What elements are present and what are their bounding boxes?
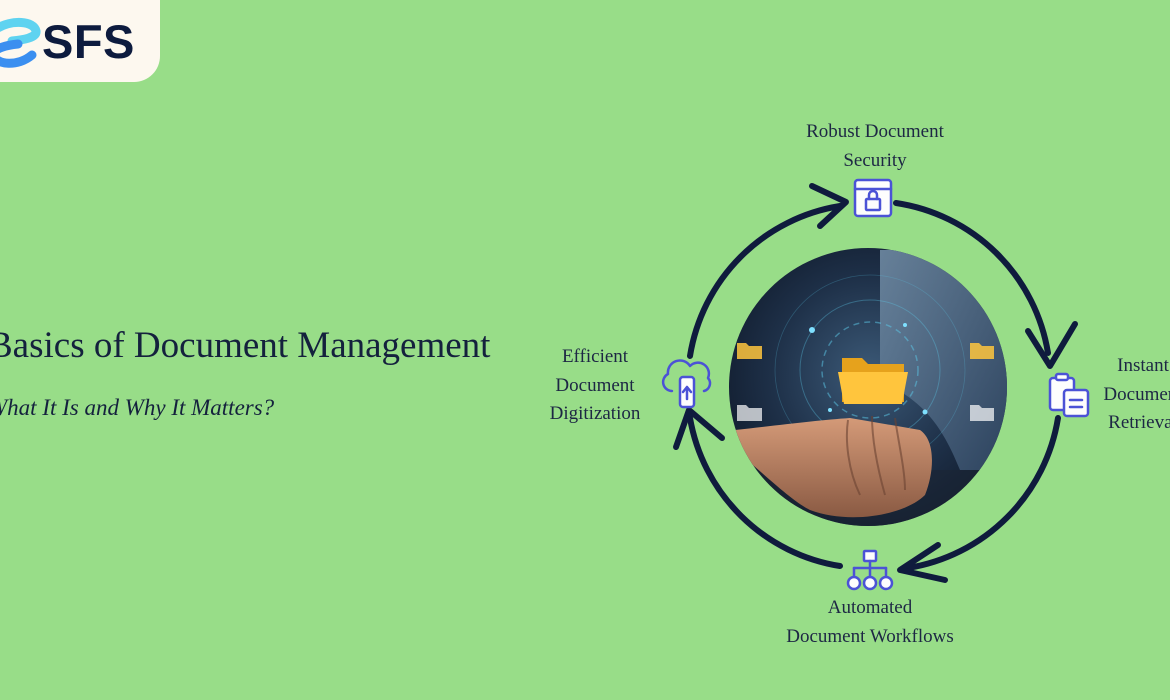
arrowhead-digitization — [673, 407, 725, 450]
lock-window-icon — [853, 178, 893, 218]
side-folder-icons — [737, 343, 994, 421]
label-line: Retrieval — [1108, 412, 1170, 433]
page-title: Basics of Document Management — [0, 325, 491, 366]
label-line: Document — [1103, 383, 1170, 405]
arrow-security-to-retrieval — [893, 200, 1051, 356]
cloud-upload-icon — [661, 359, 712, 409]
arrow-workflows-to-digitization — [687, 415, 843, 569]
clipboard-document-icon — [1048, 372, 1090, 418]
label-line: Efficient — [561, 346, 629, 367]
page-subtitle: What It Is and Why It Matters? — [0, 395, 275, 420]
label-line: Document — [555, 374, 635, 396]
arrowhead-workflows — [897, 542, 948, 583]
folder-icon — [838, 358, 908, 404]
label-line: Document Workflows — [786, 625, 954, 647]
center-photo — [729, 248, 1007, 526]
arrow-digitization-to-security — [687, 203, 843, 359]
arrow-retrieval-to-workflows — [905, 415, 1061, 571]
label-robust-document-security: Robust Document Security — [775, 118, 975, 175]
arrowhead-retrieval — [1025, 321, 1078, 369]
label-instant-document-retrieval: Instant Document Retrieval — [1078, 352, 1170, 438]
arrowhead-security — [809, 183, 849, 229]
logo-text: SFS — [42, 15, 135, 68]
label-line: Security — [843, 149, 907, 171]
logo-container: SFS — [0, 0, 160, 82]
label-line: Instant — [1117, 355, 1169, 376]
label-line: Robust Document — [806, 121, 944, 142]
hierarchy-workflow-icon — [846, 549, 894, 591]
sfs-swirl-logo-icon — [0, 18, 41, 68]
cycle-arrows — [673, 183, 1078, 583]
label-efficient-document-digitization: Efficient Document Digitization — [530, 343, 660, 429]
label-automated-document-workflows: Automated Document Workflows — [760, 594, 980, 651]
label-line: Digitization — [549, 403, 641, 424]
label-line: Automated — [827, 597, 913, 618]
